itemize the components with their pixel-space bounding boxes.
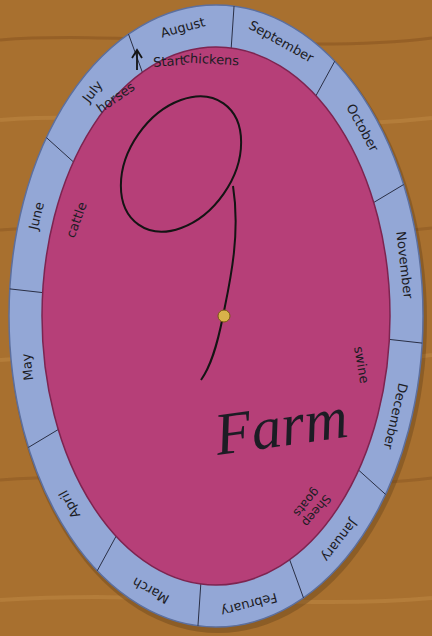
drawn-stem [201, 186, 236, 380]
month-label: May [19, 353, 36, 381]
wheel-label: chickens [183, 51, 240, 68]
month-divider [129, 34, 144, 75]
month-divider [10, 289, 45, 293]
start-arrow [132, 50, 142, 70]
wheel-shape [42, 47, 390, 585]
farm-disc: StartchickenshorsescattleFarmswineSheep … [41, 46, 391, 586]
month-divider [387, 339, 422, 343]
wheel-label: Start [153, 54, 186, 70]
month-divider [231, 6, 234, 51]
month-divider [198, 581, 201, 626]
brass-fastener [218, 310, 230, 322]
month-divider [97, 534, 117, 571]
month-divider [372, 185, 404, 204]
month-divider [357, 469, 386, 495]
month-divider [289, 557, 304, 598]
month-divider [46, 138, 75, 164]
month-ring: AugustSeptemberOctoberNovemberDecemberJa… [8, 4, 424, 628]
month-divider [315, 61, 335, 98]
wheel-shape [9, 5, 423, 627]
month-divider [28, 428, 60, 447]
wheel-outline [41, 46, 391, 586]
